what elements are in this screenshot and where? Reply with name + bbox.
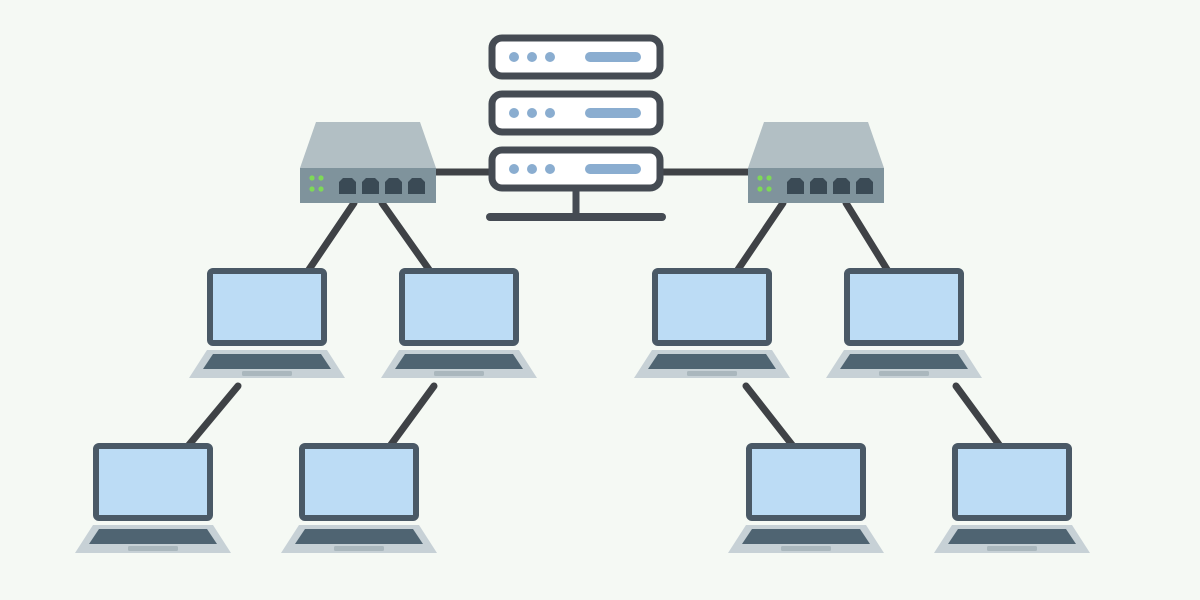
laptop-icon	[826, 268, 982, 378]
server-unit	[488, 34, 664, 80]
laptop-touchpad	[987, 546, 1037, 551]
laptop-touchpad	[128, 546, 178, 551]
network-switch-icon	[748, 122, 884, 203]
laptop-touchpad	[687, 371, 737, 376]
laptop-screen	[652, 268, 772, 346]
server-status-light	[509, 164, 519, 174]
laptop-touchpad	[242, 371, 292, 376]
switch-led	[757, 186, 763, 192]
switch-port	[362, 178, 379, 194]
laptop-keyboard	[648, 354, 776, 369]
laptop-screen	[399, 268, 519, 346]
switch-port	[385, 178, 402, 194]
switch-port	[787, 178, 804, 194]
server-drive-bay	[585, 52, 641, 62]
laptop-screen	[93, 443, 213, 521]
switch-port	[339, 178, 356, 194]
server-status-light	[545, 52, 555, 62]
network-cable	[386, 382, 438, 450]
laptop-icon	[634, 268, 790, 378]
switch-led	[766, 175, 772, 181]
server-status-light	[545, 164, 555, 174]
laptop-keyboard	[203, 354, 331, 369]
laptop-screen	[952, 443, 1072, 521]
laptop-icon	[728, 443, 884, 553]
laptop-screen	[299, 443, 419, 521]
laptop-touchpad	[879, 371, 929, 376]
laptop-screen	[844, 268, 964, 346]
server-status-light	[527, 108, 537, 118]
server-drive-bay	[585, 108, 641, 118]
laptop-keyboard	[395, 354, 523, 369]
laptop-screen	[207, 268, 327, 346]
laptop-icon	[281, 443, 437, 553]
switch-port	[408, 178, 425, 194]
network-cable	[842, 199, 892, 275]
laptop-touchpad	[781, 546, 831, 551]
server-status-light	[527, 164, 537, 174]
switch-port	[810, 178, 827, 194]
server-rack-icon	[486, 34, 666, 221]
switch-led	[309, 175, 315, 181]
laptop-touchpad	[334, 546, 384, 551]
network-cable	[733, 199, 787, 275]
server-status-light	[509, 52, 519, 62]
server-unit	[488, 90, 664, 136]
laptop-keyboard	[840, 354, 968, 369]
network-cable	[184, 382, 242, 450]
server-unit-body	[488, 34, 664, 80]
server-status-light	[545, 108, 555, 118]
server-unit	[488, 146, 664, 192]
laptop-touchpad	[434, 371, 484, 376]
server-status-light	[509, 108, 519, 118]
network-cable	[952, 382, 1004, 450]
laptop-screen	[746, 443, 866, 521]
switch-led	[309, 186, 315, 192]
laptop-icon	[934, 443, 1090, 553]
cables	[184, 168, 1004, 450]
network-cable	[742, 382, 797, 450]
switch-led	[766, 186, 772, 192]
server-unit-body	[488, 90, 664, 136]
laptop-keyboard	[742, 529, 870, 544]
switch-port	[833, 178, 850, 194]
server-unit-body	[488, 146, 664, 192]
switch-port	[856, 178, 873, 194]
laptop-keyboard	[89, 529, 217, 544]
laptop-icon	[381, 268, 537, 378]
server-drive-bay	[585, 164, 641, 174]
switch-top	[748, 122, 884, 168]
network-cable	[378, 199, 434, 275]
server-status-light	[527, 52, 537, 62]
laptop-icon	[75, 443, 231, 553]
switch-led	[318, 186, 324, 192]
switch-top	[300, 122, 436, 168]
laptop-icon	[189, 268, 345, 378]
laptop-keyboard	[948, 529, 1076, 544]
laptop-keyboard	[295, 529, 423, 544]
network-switch-icon	[300, 122, 436, 203]
network-cable	[304, 199, 358, 275]
switch-led	[318, 175, 324, 181]
switch-led	[757, 175, 763, 181]
